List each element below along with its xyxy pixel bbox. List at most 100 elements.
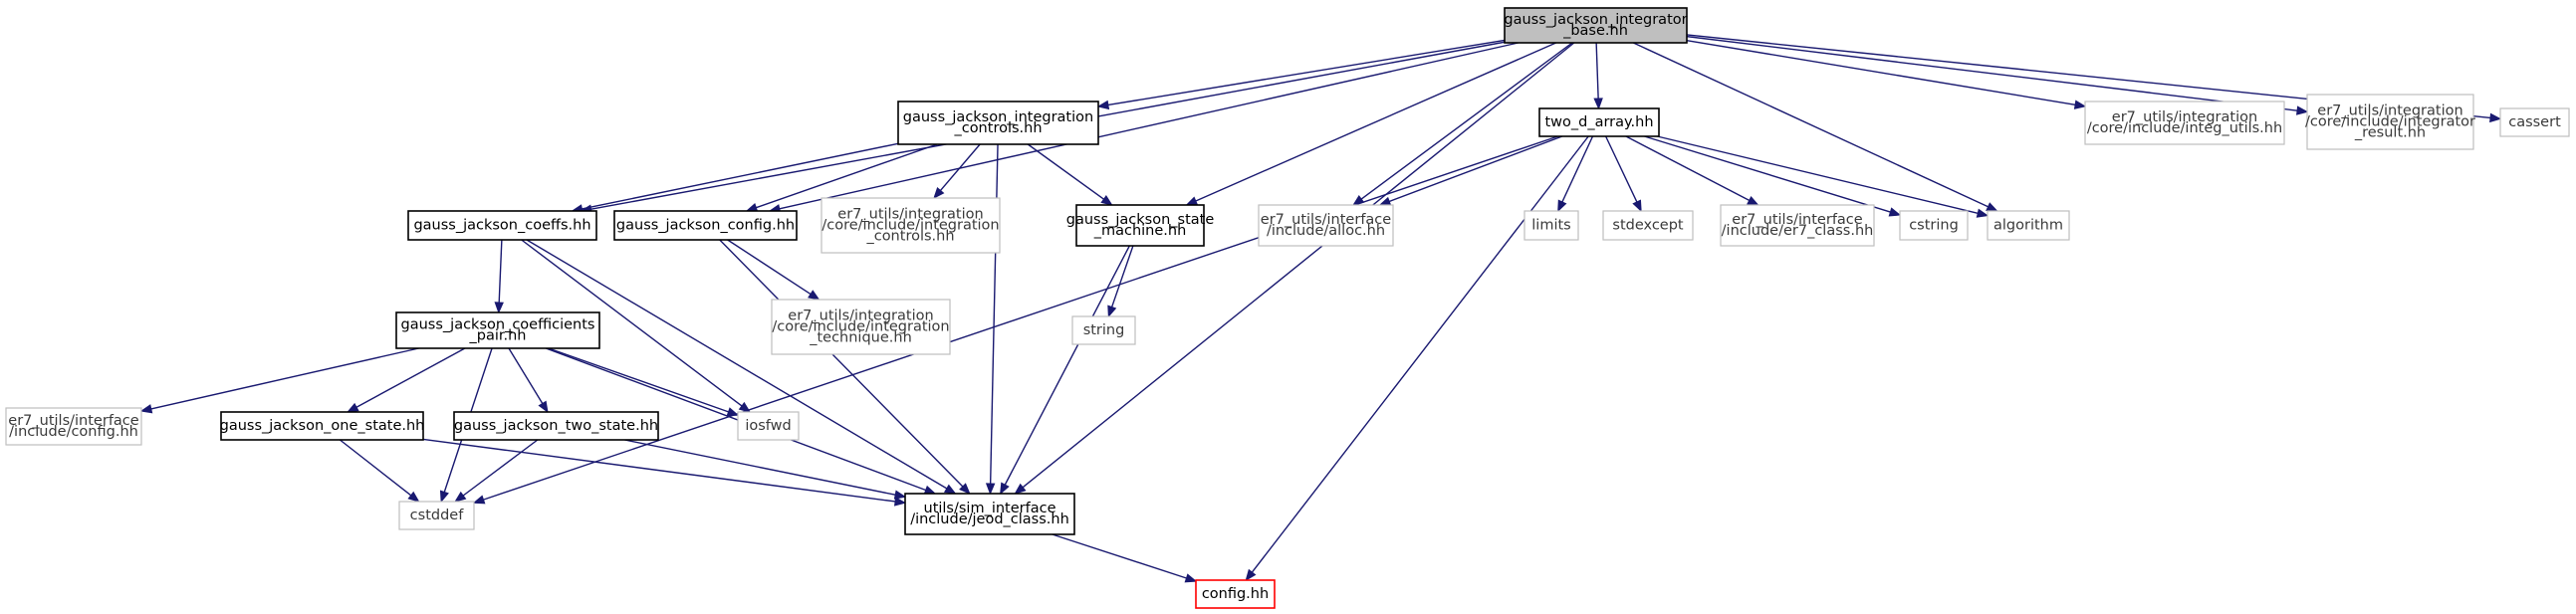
edge-arrowhead — [2296, 105, 2309, 115]
edge-two_d_array-to-cstring — [1644, 135, 1902, 217]
edge-two_state-to-jeod_class — [624, 439, 907, 500]
node-two-state[interactable]: gauss_jackson_two_state.hh — [453, 411, 659, 441]
edge-line — [508, 347, 544, 404]
edge-line — [483, 135, 1558, 501]
edge-two_d_array-to-limits — [1557, 135, 1594, 213]
edge-line — [1004, 245, 1130, 486]
edge-root-to-two_d_array — [1593, 42, 1603, 110]
node-box — [771, 299, 951, 355]
node-label-line: algorithm — [1993, 218, 2063, 234]
node-label-line: er7_utils/interface — [1732, 212, 1862, 228]
edge-line — [1686, 35, 2298, 111]
edge-coeffs-to-coefficients_pair — [494, 239, 504, 314]
node-stdexcept: stdexcept — [1602, 210, 1694, 241]
node-label-line: limits — [1531, 218, 1570, 234]
edge-two_d_array-to-stdexcept — [1604, 135, 1642, 213]
edge-two_d_array-to-config_missing — [1245, 135, 1589, 582]
node-label-line: _result.hh — [2354, 125, 2426, 141]
node-label-line: _technique.hh — [809, 330, 912, 346]
edge-arrowhead — [407, 491, 420, 503]
edge-line — [339, 439, 412, 497]
node-label-line: /include/alloc.hh — [1267, 223, 1385, 239]
edge-coefficients_pair-to-two_state — [508, 347, 549, 414]
edge-line — [355, 347, 466, 408]
edge-state_machine-to-string — [1107, 245, 1134, 318]
node-box — [897, 101, 1099, 145]
node-two-d-array[interactable]: two_d_array.hh — [1538, 107, 1660, 137]
node-box — [1538, 107, 1660, 137]
edge-line — [521, 239, 743, 407]
edge-line — [1110, 245, 1134, 307]
node-label-line: /core/include/integ_utils.hh — [2087, 120, 2282, 136]
edge-controls-to-integration_controls_ext — [933, 143, 981, 200]
edge-line — [1633, 42, 1989, 208]
edge-arrowhead — [943, 484, 957, 495]
node-box — [5, 407, 142, 446]
node-label-line: gauss_jackson_config.hh — [616, 218, 795, 234]
node-box — [395, 311, 600, 349]
node-label-line: er7_utils/integration — [2317, 103, 2462, 119]
node-coefficients-pair[interactable]: gauss_jackson_coefficients_pair.hh — [395, 311, 600, 349]
edge-arrowhead — [347, 402, 359, 413]
node-label-line: cstring — [1909, 218, 1959, 234]
edge-arrowhead — [1107, 305, 1117, 318]
node-integrator-result: er7_utils/integration/core/include/integ… — [2305, 94, 2475, 150]
node-config-missing[interactable]: config.hh — [1195, 579, 1276, 609]
node-cstring: cstring — [1899, 210, 1969, 241]
node-state-machine[interactable]: gauss_jackson_state_machine.hh — [1066, 204, 1215, 247]
node-box — [820, 197, 1001, 254]
node-label-line: two_d_array.hh — [1544, 114, 1653, 130]
node-config-hh[interactable]: gauss_jackson_config.hh — [613, 210, 798, 241]
node-integration-technique: er7_utils/integration/core/include/integ… — [771, 299, 951, 355]
edge-arrowhead — [1100, 195, 1113, 206]
edge-line — [939, 143, 981, 191]
edge-arrowhead — [738, 401, 752, 413]
edge-one_state-to-jeod_class — [422, 438, 907, 507]
edge-arrowhead — [538, 400, 549, 414]
edge-arrowhead — [1593, 98, 1603, 110]
node-root[interactable]: gauss_jackson_integrator_base.hh — [1504, 7, 1688, 44]
edge-root-to-integ_utils — [1686, 39, 2087, 109]
edge-two_d_array-to-algorithm — [1657, 135, 1990, 218]
edge-line — [1686, 39, 2076, 105]
node-label-line: /include/er7_class.hh — [1722, 223, 1874, 239]
edge-arrowhead — [1000, 482, 1010, 496]
edge-one_state-to-cstddef — [339, 439, 420, 503]
node-jeod-class[interactable]: utils/sim_interface/include/jeod_class.h… — [904, 493, 1075, 535]
edge-arrowhead — [893, 490, 907, 500]
node-box — [2084, 101, 2285, 145]
edge-line — [727, 239, 812, 296]
node-box — [453, 411, 659, 441]
node-cstddef: cstddef — [398, 501, 475, 530]
node-label-line: /core/include/integration — [772, 319, 949, 335]
node-coeffs[interactable]: gauss_jackson_coeffs.hh — [407, 210, 597, 241]
edge-arrowhead — [454, 491, 467, 503]
node-iosfwd: iosfwd — [737, 411, 800, 441]
edge-arrowhead — [1747, 195, 1759, 206]
node-box — [1523, 210, 1579, 241]
node-box — [2499, 107, 2570, 137]
edge-two_state-to-cstddef — [454, 439, 539, 503]
edge-line — [545, 347, 926, 492]
edge-arrowhead — [1986, 202, 1998, 212]
node-one-state[interactable]: gauss_jackson_one_state.hh — [220, 411, 425, 441]
node-label-line: _pair.hh — [469, 328, 527, 344]
edge-line — [1027, 143, 1104, 200]
node-box — [220, 411, 424, 441]
edge-line — [756, 143, 938, 209]
node-label-line: gauss_jackson_coefficients — [401, 317, 595, 333]
edge-arrowhead — [1245, 568, 1257, 582]
edge-arrowhead — [1185, 196, 1199, 206]
node-label-line: cstddef — [410, 508, 465, 523]
edge-arrowhead — [1184, 573, 1198, 583]
node-label-line: gauss_jackson_state — [1066, 212, 1215, 228]
edge-line — [548, 347, 729, 413]
node-algorithm: algorithm — [1987, 210, 2070, 241]
edge-two_d_array-to-er7_class — [1625, 135, 1759, 206]
node-controls[interactable]: gauss_jackson_integration_controls.hh — [897, 101, 1099, 145]
edge-arrowhead — [923, 485, 937, 495]
node-box — [1075, 204, 1205, 247]
node-label-line: config.hh — [1202, 586, 1269, 602]
node-box — [1987, 210, 2070, 241]
node-box — [737, 411, 800, 441]
